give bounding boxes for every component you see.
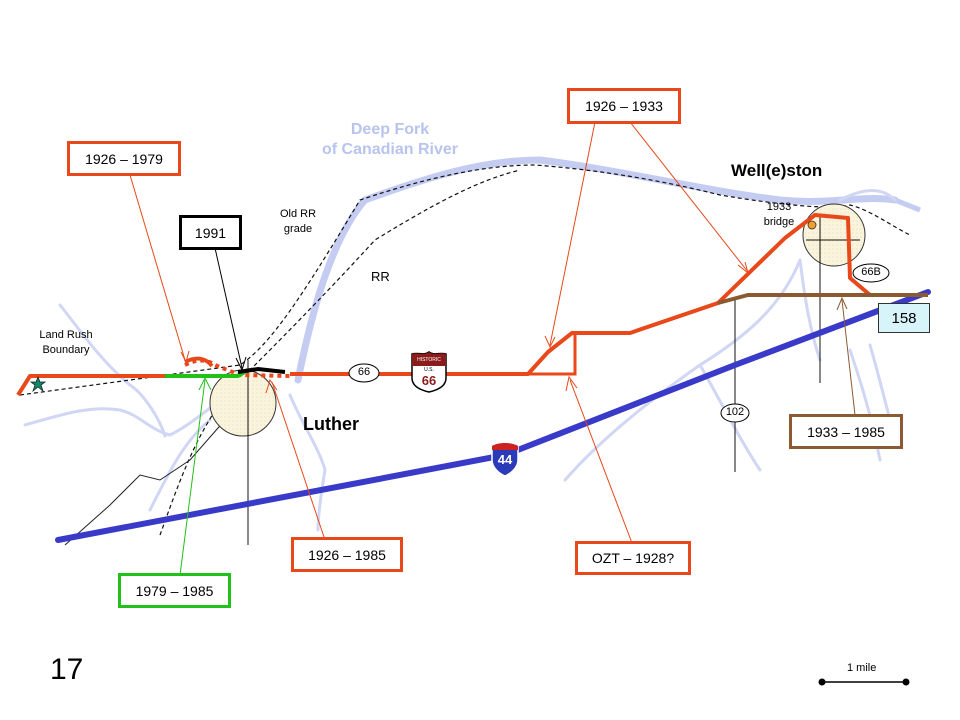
callout-1926-1933: 1926 – 1933	[567, 88, 681, 124]
callout-1933-1985: 1933 – 1985	[789, 414, 903, 449]
scale-label: 1 mile	[847, 662, 877, 674]
black-1991-segment	[237, 366, 286, 374]
wellston-town-label: Well(e)ston	[731, 161, 823, 180]
bridge-1933-label: 1933 bridge	[763, 201, 795, 228]
interstate-44	[55, 289, 931, 543]
river-name: Deep Fork of Canadian River	[300, 120, 480, 160]
route-66-label: 66	[357, 366, 371, 378]
route-66-oval	[348, 363, 380, 383]
callout-1926-1985: 1926 – 1985	[291, 537, 403, 572]
route-66b-oval	[852, 263, 890, 283]
river-name-line2: of Canadian River	[321, 141, 459, 158]
land-rush-boundary-label: Land Rush Boundary	[39, 329, 93, 356]
route-102-oval	[720, 403, 750, 423]
historic-route-66-shield-icon: HISTORIC U.S. 66	[411, 351, 447, 393]
rr-label: RR	[371, 269, 390, 284]
interstate-44-shield-icon: 44	[491, 442, 519, 477]
historic-shield-number: 66	[422, 373, 436, 388]
callout-leaders	[129, 121, 856, 576]
section-lines	[247, 215, 860, 545]
interstate-shield-number: 44	[498, 452, 513, 467]
slide-number: 17	[50, 653, 84, 686]
bridge-point-icon	[807, 220, 817, 230]
river-name-line1: Deep Fork	[350, 121, 430, 138]
luther-town-label: Luther	[303, 414, 359, 434]
route-66-ozt	[528, 333, 577, 376]
callout-1979-1985: 1979 – 1985	[118, 573, 231, 608]
callout-ozt-1928: OZT – 1928?	[575, 541, 691, 575]
wellston-town-circle	[802, 203, 866, 267]
river-main	[294, 156, 899, 384]
land-rush-star-icon	[29, 375, 47, 393]
rr-line	[159, 169, 521, 536]
route-66-hook	[184, 356, 214, 368]
river-tail	[894, 197, 921, 213]
old-rr-grade	[19, 164, 911, 396]
highway-158-box: 158	[878, 303, 930, 333]
route-102-label: 102	[725, 406, 745, 418]
historic-shield-us: U.S.	[424, 367, 434, 373]
callout-1991: 1991	[179, 215, 242, 250]
brown-alignment	[717, 293, 928, 305]
old-rr-grade-label: Old RR grade	[279, 208, 317, 235]
route-66b-label: 66B	[861, 266, 881, 278]
scale-bar	[818, 678, 910, 686]
route-66-main	[16, 213, 928, 397]
luther-town-circle	[209, 369, 277, 437]
historic-shield-top: HISTORIC	[417, 357, 441, 363]
callout-1926-1979: 1926 – 1979	[67, 141, 181, 176]
